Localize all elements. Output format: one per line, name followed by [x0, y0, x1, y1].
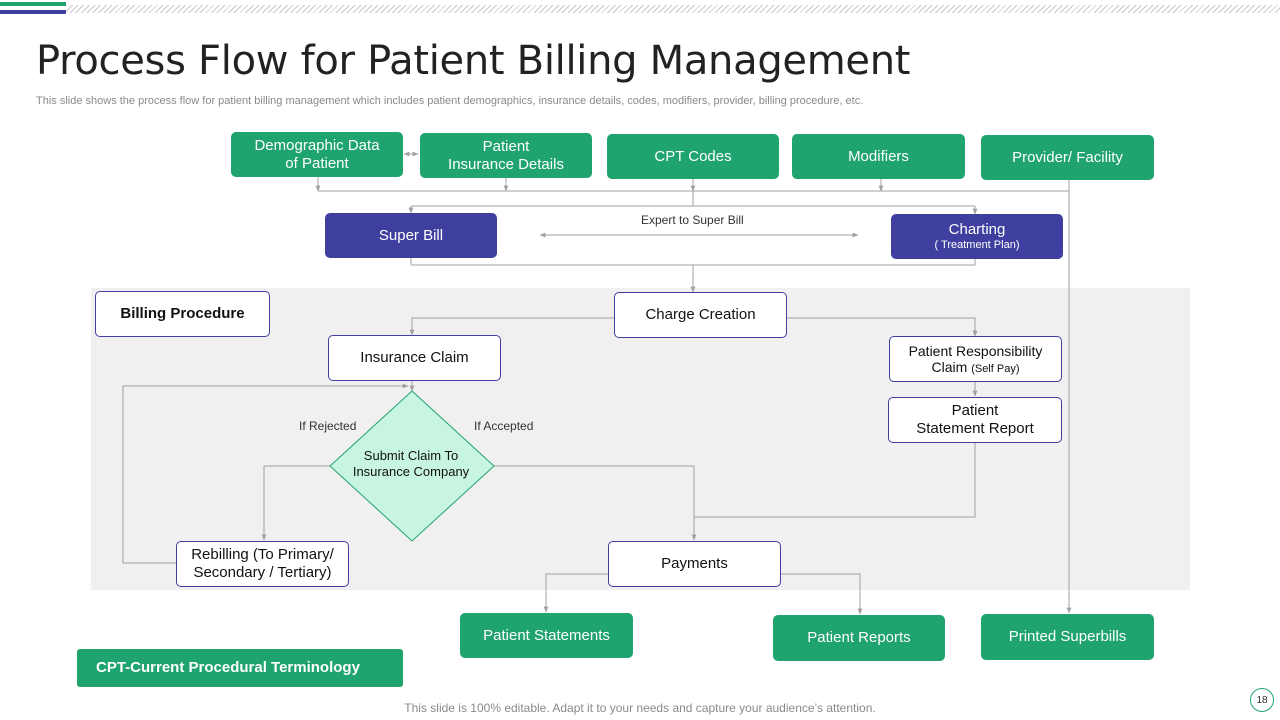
insurance-claim-box: Insurance Claim	[328, 335, 501, 381]
accent-bar-green	[0, 2, 66, 6]
submit-claim-line-1: Submit Claim To	[363, 448, 459, 463]
rebilling-line-1: Rebilling (To Primary/	[191, 546, 334, 563]
cpt-codes-box: CPT Codes	[607, 134, 779, 179]
slide-subtitle: This slide shows the process flow for pa…	[36, 95, 864, 107]
self-pay-label: (Self Pay)	[971, 362, 1020, 375]
patient-responsibility-label: Patient Responsibility	[908, 342, 1043, 359]
insurance-details-line-1: Patient	[482, 137, 530, 155]
modifiers-box: Modifiers	[792, 134, 965, 179]
submit-claim-label: Submit Claim To Insurance Company	[330, 448, 492, 480]
accent-bar-blue	[0, 10, 66, 14]
cpt-legend-box: CPT-Current Procedural Terminology	[77, 649, 403, 687]
cpt-legend-label: CPT-Current Procedural Terminology	[96, 659, 360, 676]
if-accepted-label: If Accepted	[474, 419, 534, 433]
billing-procedure-label: Billing Procedure	[120, 305, 245, 322]
printed-superbills-box: Printed Superbills	[981, 614, 1154, 660]
slide-title: Process Flow for Patient Billing Managem…	[36, 38, 911, 84]
statement-report-line-2: Statement Report	[916, 420, 1034, 437]
patient-responsibility-box: Patient Responsibility Claim (Self Pay)	[889, 336, 1062, 382]
demographic-line-2: of Patient	[285, 154, 349, 172]
claim-prefix-label: Claim	[931, 358, 968, 375]
charting-box: Charting ( Treatment Plan)	[891, 214, 1063, 259]
charting-sub-label: ( Treatment Plan)	[934, 239, 1020, 251]
if-rejected-label: If Rejected	[299, 419, 357, 433]
patient-reports-label: Patient Reports	[807, 629, 911, 646]
cpt-codes-label: CPT Codes	[654, 147, 732, 165]
patient-reports-box: Patient Reports	[773, 615, 945, 661]
charting-label: Charting	[948, 221, 1006, 238]
rebilling-line-2: Secondary / Tertiary)	[193, 564, 332, 581]
submit-claim-line-2: Insurance Company	[352, 464, 470, 479]
expert-to-super-bill-label: Expert to Super Bill	[641, 213, 744, 227]
patient-responsibility-claim-line: Claim (Self Pay)	[932, 359, 1020, 376]
insurance-details-box: Patient Insurance Details	[420, 133, 592, 178]
charge-creation-box: Charge Creation	[614, 292, 787, 338]
page-number: 18	[1250, 688, 1274, 712]
rebilling-box: Rebilling (To Primary/ Secondary / Terti…	[176, 541, 349, 587]
statement-report-line-1: Patient	[951, 402, 999, 419]
super-bill-box: Super Bill	[325, 213, 497, 258]
patient-statement-report-box: Patient Statement Report	[888, 397, 1062, 443]
modifiers-label: Modifiers	[848, 147, 909, 165]
insurance-claim-label: Insurance Claim	[360, 349, 469, 366]
provider-facility-box: Provider/ Facility	[981, 135, 1154, 180]
submit-claim-diamond	[329, 390, 495, 542]
header-hatch	[66, 5, 1280, 13]
insurance-details-line-2: Insurance Details	[448, 155, 564, 173]
billing-procedure-label-box: Billing Procedure	[95, 291, 270, 337]
demographic-data-box: Demographic Data of Patient	[231, 132, 403, 177]
provider-facility-label: Provider/ Facility	[1012, 148, 1123, 166]
printed-superbills-label: Printed Superbills	[1008, 628, 1127, 645]
payments-label: Payments	[661, 555, 728, 572]
payments-box: Payments	[608, 541, 781, 587]
demographic-line-1: Demographic Data	[254, 136, 380, 154]
patient-statements-box: Patient Statements	[460, 613, 633, 658]
slide-footer: This slide is 100% editable. Adapt it to…	[404, 701, 876, 715]
super-bill-label: Super Bill	[378, 226, 444, 244]
patient-statements-label: Patient Statements	[483, 626, 610, 644]
charge-creation-label: Charge Creation	[645, 306, 756, 323]
